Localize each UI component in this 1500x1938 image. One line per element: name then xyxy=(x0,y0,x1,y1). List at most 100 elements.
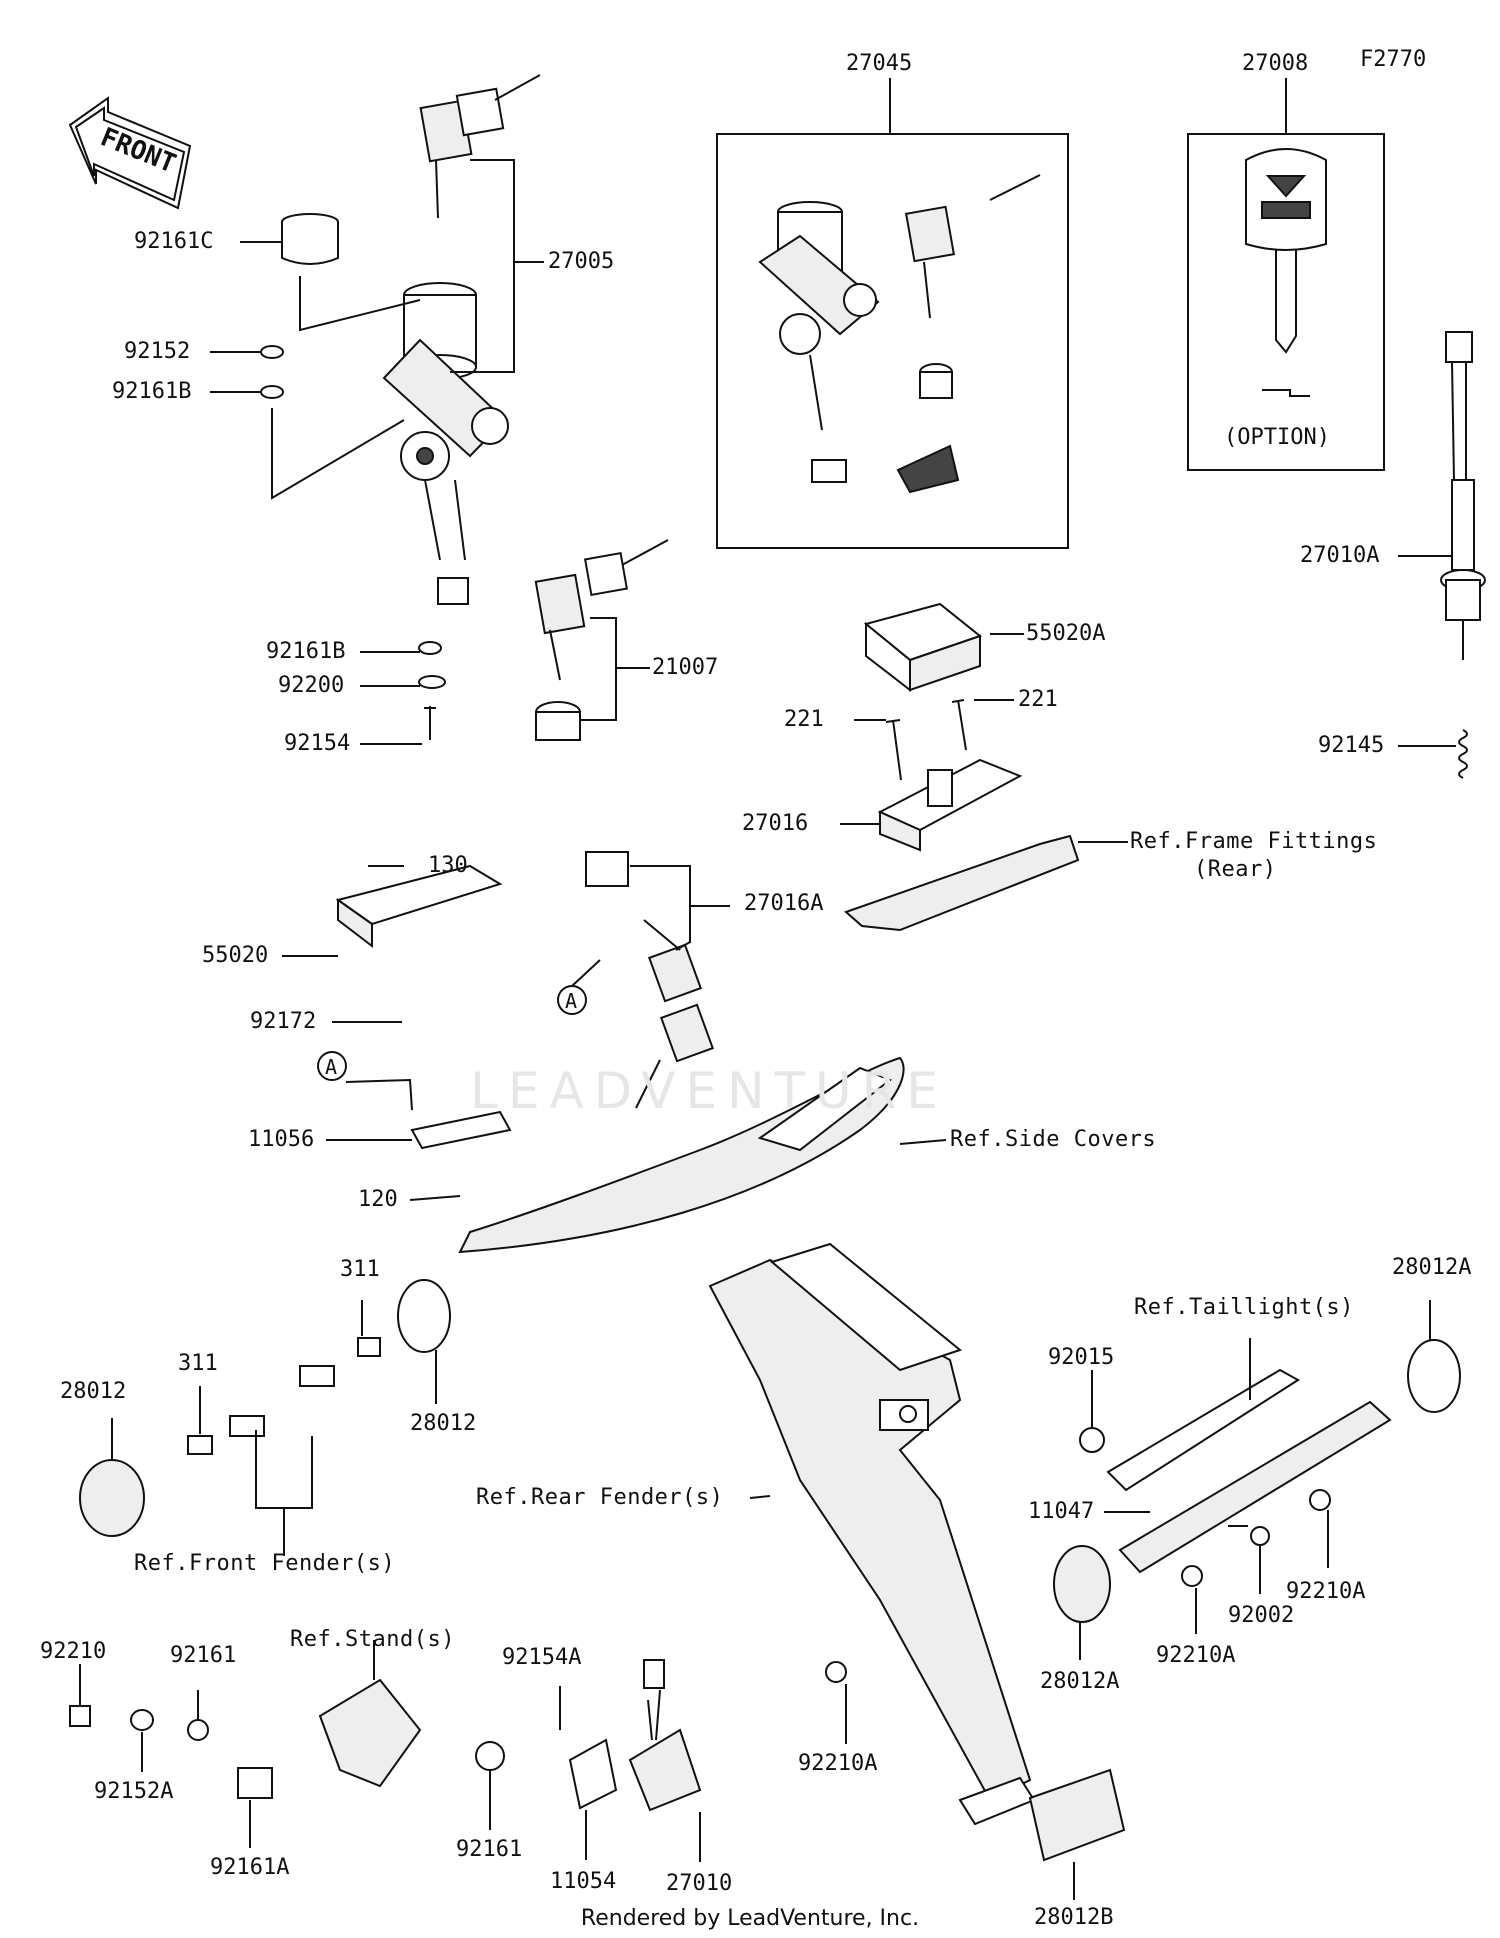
reflector-28012-mid xyxy=(397,1279,451,1353)
reflector-28012-left xyxy=(79,1459,145,1537)
part-label-92210[interactable]: 92210 xyxy=(40,1639,107,1664)
leader-lines xyxy=(79,78,1456,1900)
ignition-set-27045 xyxy=(758,174,1041,494)
part-label-311-top[interactable]: 311 xyxy=(340,1257,380,1282)
part-label-92154A[interactable]: 92154A xyxy=(502,1645,582,1670)
bracket-11056 xyxy=(410,1110,512,1150)
frame-fittings-rear xyxy=(844,834,1080,932)
part-label-92154[interactable]: 92154 xyxy=(284,731,351,756)
ref-frame-fittings[interactable]: Ref.Frame Fittings xyxy=(1130,829,1378,854)
nut-92210A-right xyxy=(1309,1489,1331,1511)
bracket-11047 xyxy=(1118,1400,1392,1574)
part-label-92161B-top[interactable]: 92161B xyxy=(112,379,192,404)
kit-box-27045 xyxy=(716,133,1069,549)
stand-switch-27010 xyxy=(628,1728,702,1812)
part-label-92161B-mid[interactable]: 92161B xyxy=(266,639,346,664)
spring-92145 xyxy=(1458,729,1468,779)
part-label-28012-left[interactable]: 28012 xyxy=(60,1379,127,1404)
washer-92161-left xyxy=(187,1719,209,1741)
part-label-92161-mid[interactable]: 92161 xyxy=(456,1837,523,1862)
footer-credit: Rendered by LeadVenture, Inc. xyxy=(580,1906,920,1931)
part-label-311-left[interactable]: 311 xyxy=(178,1351,218,1376)
washer-92161-mid xyxy=(475,1741,505,1771)
option-label: (OPTION) xyxy=(1224,425,1330,450)
part-label-92210A-right[interactable]: 92210A xyxy=(1286,1579,1366,1604)
part-label-92145[interactable]: 92145 xyxy=(1318,733,1385,758)
rear-fender xyxy=(708,1242,1036,1826)
part-label-92161A[interactable]: 92161A xyxy=(210,1855,290,1880)
part-label-92161-left[interactable]: 92161 xyxy=(170,1643,237,1668)
side-covers xyxy=(458,1056,905,1254)
part-label-27010[interactable]: 27010 xyxy=(666,1871,733,1896)
svg-text:A: A xyxy=(565,989,577,1013)
part-label-21007[interactable]: 21007 xyxy=(652,655,719,680)
part-label-11056[interactable]: 11056 xyxy=(248,1127,315,1152)
washer-92152 xyxy=(260,345,284,359)
nut-311-top xyxy=(357,1337,381,1357)
ref-side-covers[interactable]: Ref.Side Covers xyxy=(950,1127,1157,1152)
pin-92161A xyxy=(237,1767,273,1799)
ref-stand[interactable]: Ref.Stand(s) xyxy=(290,1627,455,1652)
part-label-92161C[interactable]: 92161C xyxy=(134,229,214,254)
ref-taillight[interactable]: Ref.Taillight(s) xyxy=(1134,1295,1354,1320)
cover-55020 xyxy=(335,864,503,949)
switch-27010A xyxy=(1440,331,1486,660)
key-pair-icon xyxy=(419,74,541,219)
nut-311-left xyxy=(187,1435,213,1455)
ignition-switch-27005 xyxy=(382,282,509,605)
part-label-92015[interactable]: 92015 xyxy=(1048,1345,1115,1370)
cover-55020A xyxy=(863,602,983,693)
part-label-27016[interactable]: 27016 xyxy=(742,811,809,836)
part-label-92152[interactable]: 92152 xyxy=(124,339,191,364)
stand-switch-connector xyxy=(643,1659,665,1689)
part-label-92002[interactable]: 92002 xyxy=(1228,1603,1295,1628)
ref-circle-a-left: A xyxy=(317,1051,347,1081)
part-label-92210A-mid[interactable]: 92210A xyxy=(1156,1643,1236,1668)
part-label-28012B[interactable]: 28012B xyxy=(1034,1905,1114,1930)
part-label-28012A-bottom[interactable]: 28012A xyxy=(1040,1669,1120,1694)
key-set-21007 xyxy=(534,539,669,741)
stand-switch-wire xyxy=(647,1689,661,1741)
ref-front-fender[interactable]: Ref.Front Fender(s) xyxy=(134,1551,396,1576)
screw-221-left xyxy=(885,719,902,781)
lock-set-27016A xyxy=(585,851,715,1109)
part-label-11047[interactable]: 11047 xyxy=(1028,1499,1095,1524)
part-label-27010A[interactable]: 27010A xyxy=(1300,543,1380,568)
part-label-92200[interactable]: 92200 xyxy=(278,673,345,698)
part-label-55020[interactable]: 55020 xyxy=(202,943,269,968)
plate-11054 xyxy=(568,1738,618,1810)
washer-92161B-lower xyxy=(418,641,442,655)
part-label-27005[interactable]: 27005 xyxy=(548,249,615,274)
front-arrow-icon: FRONT xyxy=(68,96,192,210)
part-label-92152A[interactable]: 92152A xyxy=(94,1779,174,1804)
part-label-120[interactable]: 120 xyxy=(358,1187,398,1212)
key-blank-27008 xyxy=(1245,148,1327,397)
part-label-11054[interactable]: 11054 xyxy=(550,1869,617,1894)
part-label-92210A-bottom[interactable]: 92210A xyxy=(798,1751,878,1776)
part-label-27016A[interactable]: 27016A xyxy=(744,891,824,916)
nut-92210 xyxy=(69,1705,91,1727)
washer-92200 xyxy=(418,675,446,689)
screw-221-right xyxy=(951,699,967,751)
svg-text:A: A xyxy=(325,1055,337,1079)
part-label-27045[interactable]: 27045 xyxy=(846,51,913,76)
reflector-28012A-top xyxy=(1407,1339,1461,1413)
nut-92210A-mid xyxy=(1181,1565,1203,1587)
diagram-id: F2770 xyxy=(1360,47,1427,72)
bolt-92154 xyxy=(424,706,436,740)
part-label-28012A-top[interactable]: 28012A xyxy=(1392,1255,1472,1280)
washer-92161B xyxy=(260,385,284,399)
stand-bracket xyxy=(318,1678,422,1788)
part-label-28012-mid[interactable]: 28012 xyxy=(410,1411,477,1436)
part-label-92172[interactable]: 92172 xyxy=(250,1009,317,1034)
part-label-221-left[interactable]: 221 xyxy=(784,707,824,732)
ref-rear-fender[interactable]: Ref.Rear Fender(s) xyxy=(476,1485,724,1510)
ring-92161C xyxy=(281,213,339,265)
part-label-55020A[interactable]: 55020A xyxy=(1026,621,1106,646)
ref-frame-fittings-sub: (Rear) xyxy=(1194,857,1277,882)
part-label-27008[interactable]: 27008 xyxy=(1242,51,1309,76)
washer-92152A xyxy=(130,1709,154,1731)
part-label-221-right[interactable]: 221 xyxy=(1018,687,1058,712)
part-label-130[interactable]: 130 xyxy=(428,853,468,878)
